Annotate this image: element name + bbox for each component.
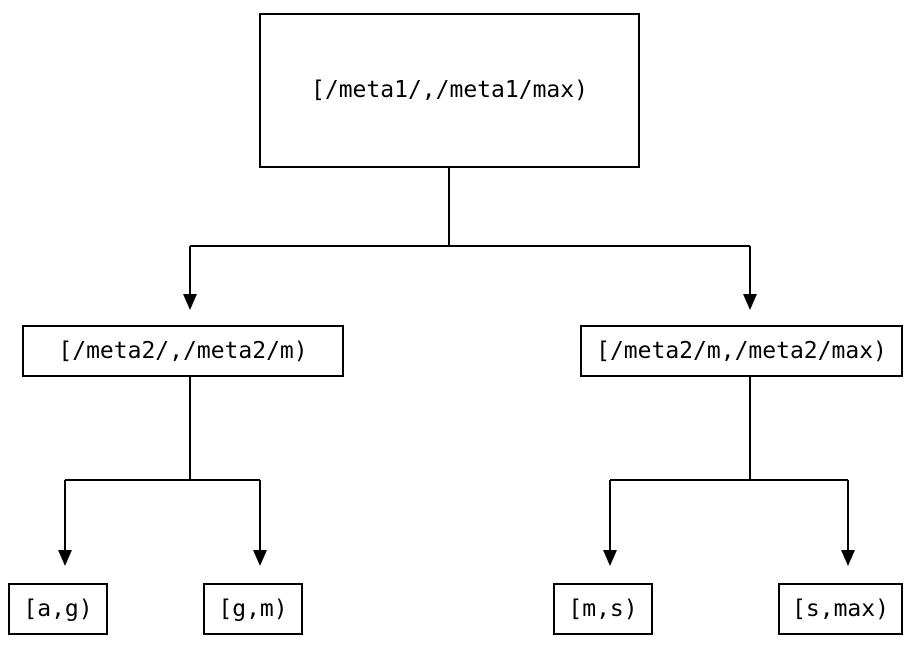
node-root: [/meta1/,/meta1/max)	[259, 13, 640, 168]
down-arrowhead-icon	[253, 550, 267, 566]
node-right-child: [/meta2/m,/meta2/max)	[580, 325, 903, 377]
connector-right-to-leaves	[609, 377, 849, 552]
node-leaf-smax-label: [s,max)	[792, 595, 889, 622]
node-left-child: [/meta2/,/meta2/m)	[22, 325, 344, 377]
node-leaf-gm-label: [g,m)	[218, 595, 288, 622]
node-leaf-ag-label: [a,g)	[23, 595, 93, 622]
node-leaf-gm: [g,m)	[203, 583, 303, 635]
connector-left-to-leaves	[64, 377, 261, 552]
down-arrowhead-icon	[841, 550, 855, 566]
node-right-child-label: [/meta2/m,/meta2/max)	[596, 337, 887, 364]
node-left-child-label: [/meta2/,/meta2/m)	[58, 337, 308, 364]
node-leaf-ms-label: [m,s)	[568, 595, 638, 622]
node-leaf-ms: [m,s)	[553, 583, 653, 635]
down-arrowhead-icon	[58, 550, 72, 566]
down-arrowhead-icon	[183, 294, 197, 310]
node-root-label: [/meta1/,/meta1/max)	[311, 77, 588, 103]
node-leaf-smax: [s,max)	[778, 583, 903, 635]
connector-root-to-children	[189, 168, 751, 296]
down-arrowhead-icon	[603, 550, 617, 566]
down-arrowhead-icon	[743, 294, 757, 310]
node-leaf-ag: [a,g)	[8, 583, 108, 635]
